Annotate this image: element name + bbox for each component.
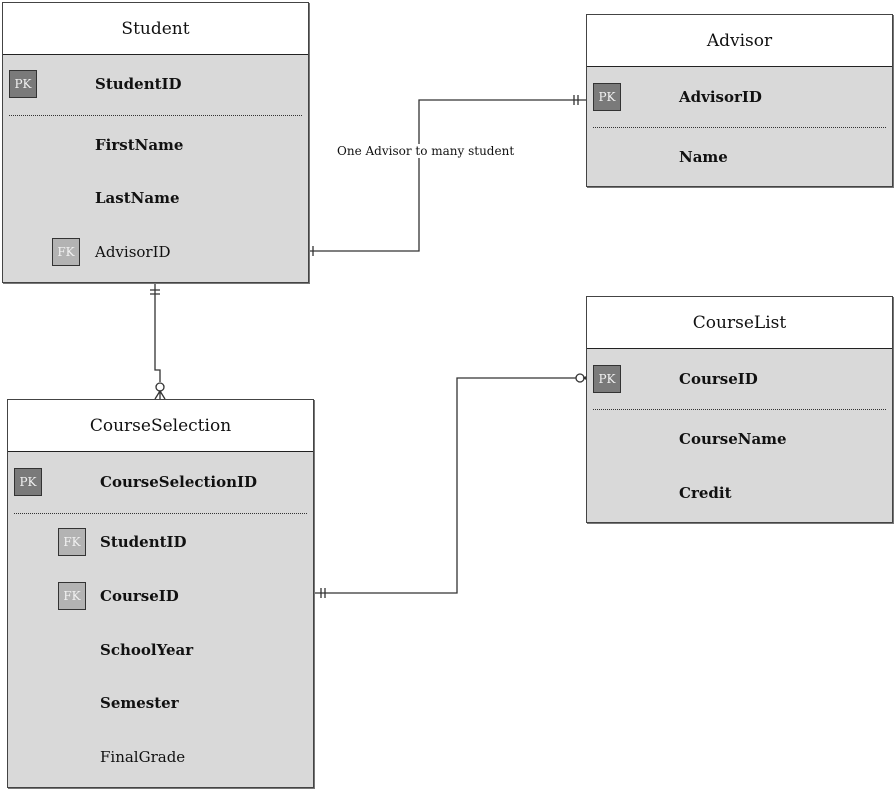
attribute-field[interactable]: AdvisorID	[95, 243, 171, 261]
pk-badge: PK	[14, 468, 42, 496]
relationship-student-courseselection	[154, 283, 161, 382]
pk-badge: PK	[593, 365, 621, 393]
relationship-label: One Advisor to many student	[337, 144, 515, 158]
attribute-field[interactable]: FinalGrade	[100, 748, 186, 766]
primary-key-field[interactable]: AdvisorID	[679, 88, 762, 106]
entity-title: Student	[3, 3, 308, 55]
attribute-field[interactable]: CourseName	[679, 430, 787, 448]
pk-badge: PK	[9, 70, 37, 98]
key-divider	[14, 513, 307, 514]
fk-badge: FK	[58, 582, 86, 610]
exactly-one-icon	[320, 588, 326, 598]
key-divider	[9, 115, 302, 116]
attribute-field[interactable]: StudentID	[100, 533, 187, 551]
attribute-field[interactable]: Name	[679, 148, 728, 166]
fk-badge: FK	[58, 528, 86, 556]
key-divider	[593, 409, 886, 410]
attribute-field[interactable]: Credit	[679, 484, 732, 502]
primary-key-field[interactable]: CourseID	[679, 370, 758, 388]
fk-badge: FK	[52, 238, 80, 266]
entity-title: Advisor	[587, 15, 892, 67]
entity-title: CourseSelection	[8, 400, 313, 452]
attribute-field[interactable]: CourseID	[100, 587, 179, 605]
relationship-student-advisor	[309, 99, 586, 252]
crowfoot-many-icon	[154, 389, 166, 400]
primary-key-field[interactable]: StudentID	[95, 75, 182, 93]
attribute-field[interactable]: LastName	[95, 189, 180, 207]
attribute-field[interactable]: SchoolYear	[100, 641, 194, 659]
attribute-field[interactable]: Semester	[100, 694, 179, 712]
exactly-one-icon	[573, 95, 579, 105]
relationship-courseselection-courselist	[314, 377, 576, 594]
entity-title: CourseList	[587, 297, 892, 349]
exactly-one-icon	[150, 289, 160, 295]
pk-badge: PK	[593, 83, 621, 111]
attribute-field[interactable]: FirstName	[95, 136, 184, 154]
key-divider	[593, 127, 886, 128]
primary-key-field[interactable]: CourseSelectionID	[100, 473, 258, 491]
